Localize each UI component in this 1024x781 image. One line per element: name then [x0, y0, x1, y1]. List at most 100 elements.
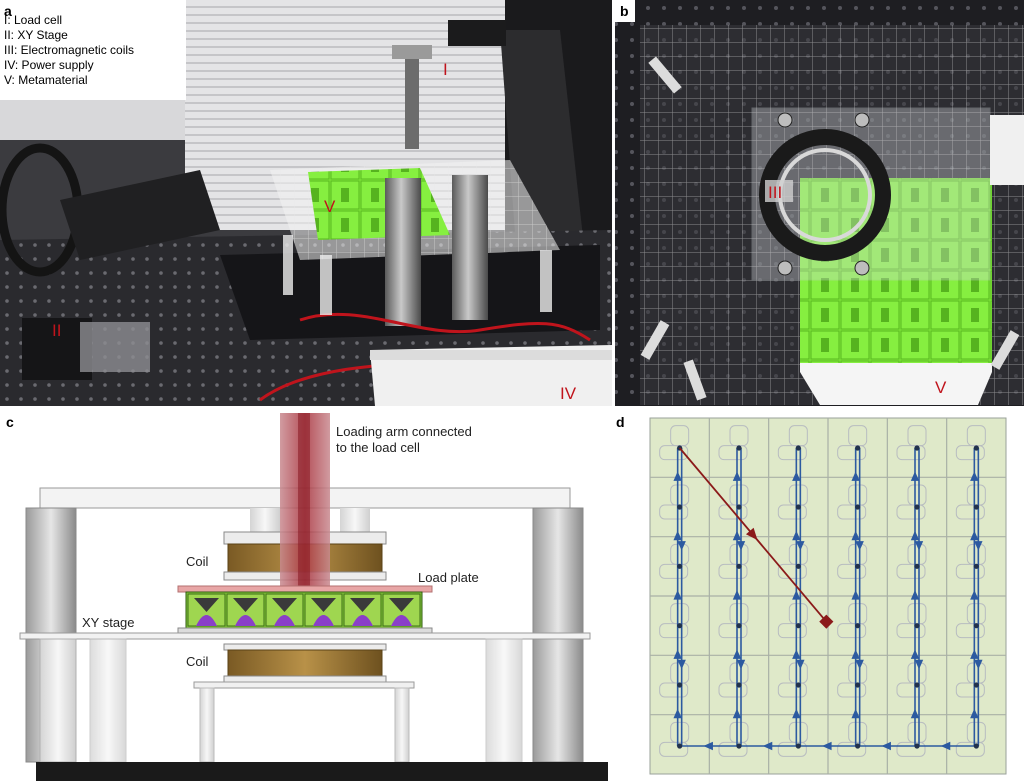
scan-point: [973, 623, 979, 629]
magnet-outline: [659, 445, 689, 461]
marker-v: V: [324, 197, 336, 216]
loading-arm-label-1: Loading arm connected: [336, 424, 472, 439]
direction-arrow: [796, 541, 805, 551]
direction-arrow: [792, 708, 801, 719]
scan-point: [914, 563, 920, 569]
screw: [854, 260, 870, 276]
scan-point: [677, 563, 683, 569]
scan-point: [795, 504, 801, 510]
direction-arrow: [703, 741, 713, 751]
magnet-outline: [896, 741, 926, 757]
unit-cell-beam: [233, 598, 258, 612]
scan-point: [914, 682, 920, 688]
scan-point: [736, 623, 742, 629]
legend-item: III: Electromagnetic coils: [4, 43, 134, 57]
magnet-outline: [659, 682, 689, 698]
diagonal-endpoint: [819, 614, 834, 629]
power-supply-top: [370, 350, 612, 360]
direction-arrow: [910, 471, 920, 481]
diagonal-arrow: [745, 527, 758, 541]
direction-arrow: [732, 590, 742, 600]
magnet-outline: [896, 445, 926, 461]
scan-point: [795, 682, 801, 688]
direction-arrow: [732, 649, 742, 659]
coil-frame-top-2: [223, 643, 387, 651]
xy-stage-plate: [19, 632, 591, 640]
coil-bottom-label: Coil: [186, 654, 209, 669]
direction-arrow: [881, 741, 891, 751]
magnet-outline: [718, 741, 748, 757]
magnet-outline: [837, 623, 867, 639]
direction-arrow: [855, 659, 864, 670]
panel-label-d: d: [616, 414, 625, 430]
scan-point: [855, 563, 861, 569]
panel-a: a I: Load cell II: XY Stage III: Electro…: [0, 0, 612, 406]
magnet-outline: [955, 623, 985, 639]
magnet-cone: [391, 615, 412, 626]
magnet-outline: [777, 741, 807, 757]
steel-pillar-right: [452, 175, 488, 320]
direction-arrow: [914, 541, 924, 551]
unit-cell-beam: [350, 598, 375, 612]
legend-item: II: XY Stage: [4, 28, 68, 42]
marker-ii: II: [52, 321, 61, 340]
acrylic-post: [648, 56, 682, 94]
direction-arrow: [855, 541, 864, 551]
load-cell-rod: [405, 59, 419, 149]
direction-arrow: [732, 471, 742, 481]
magnet-outline: [955, 563, 985, 579]
scan-point: [973, 504, 979, 510]
scan-point: [855, 623, 861, 629]
marker-i: I: [443, 60, 448, 79]
scan-point: [855, 682, 861, 688]
panel-label-b: b: [620, 3, 629, 19]
power-supply: [370, 345, 612, 406]
magnet-cone: [196, 615, 217, 626]
lower-support: [89, 638, 127, 763]
load-plate-label: Load plate: [418, 570, 479, 585]
magnet-cone: [235, 615, 256, 626]
scan-point: [855, 504, 861, 510]
direction-arrow: [736, 659, 746, 670]
lower-leg: [199, 687, 215, 763]
panel-label-c: c: [6, 414, 14, 430]
direction-arrow: [851, 530, 860, 541]
scan-point: [973, 445, 979, 451]
power-wire: [299, 312, 591, 342]
direction-arrow: [677, 659, 686, 670]
guide-rod: [250, 508, 280, 536]
direction-arrow: [792, 649, 801, 659]
lower-support: [485, 638, 523, 763]
marker-iv: IV: [560, 384, 577, 403]
acrylic-post: [683, 359, 707, 401]
guide-rod: [340, 508, 370, 536]
legend-item: IV: Power supply: [4, 58, 94, 72]
direction-arrow: [736, 541, 746, 551]
scan-point: [677, 623, 683, 629]
scan-point: [795, 743, 801, 749]
direction-arrow: [673, 471, 682, 481]
panel-d: d: [616, 414, 1007, 775]
direction-arrow: [796, 659, 805, 670]
screw: [854, 112, 870, 128]
magnet-outline: [777, 563, 807, 579]
direction-arrow: [910, 590, 920, 600]
steel-pillar-left: [385, 178, 421, 326]
acrylic-post: [320, 255, 332, 315]
scan-point: [914, 623, 920, 629]
scan-point: [795, 563, 801, 569]
coil-top-label: Coil: [186, 554, 209, 569]
direction-arrow: [940, 741, 951, 751]
scan-point: [855, 743, 861, 749]
magnet-outline: [718, 563, 748, 579]
direction-arrow: [910, 649, 920, 659]
direction-arrow: [851, 590, 860, 600]
magnet-cone: [352, 615, 373, 626]
unit-cell-beam: [272, 598, 297, 612]
coil-frame-bottom-2: [223, 675, 387, 683]
magnet-outline: [777, 623, 807, 639]
panel-label-a: a: [4, 3, 12, 19]
xy-stage-rail: [60, 170, 220, 260]
direction-arrow: [970, 530, 979, 541]
unit-cell-beam: [194, 598, 219, 612]
